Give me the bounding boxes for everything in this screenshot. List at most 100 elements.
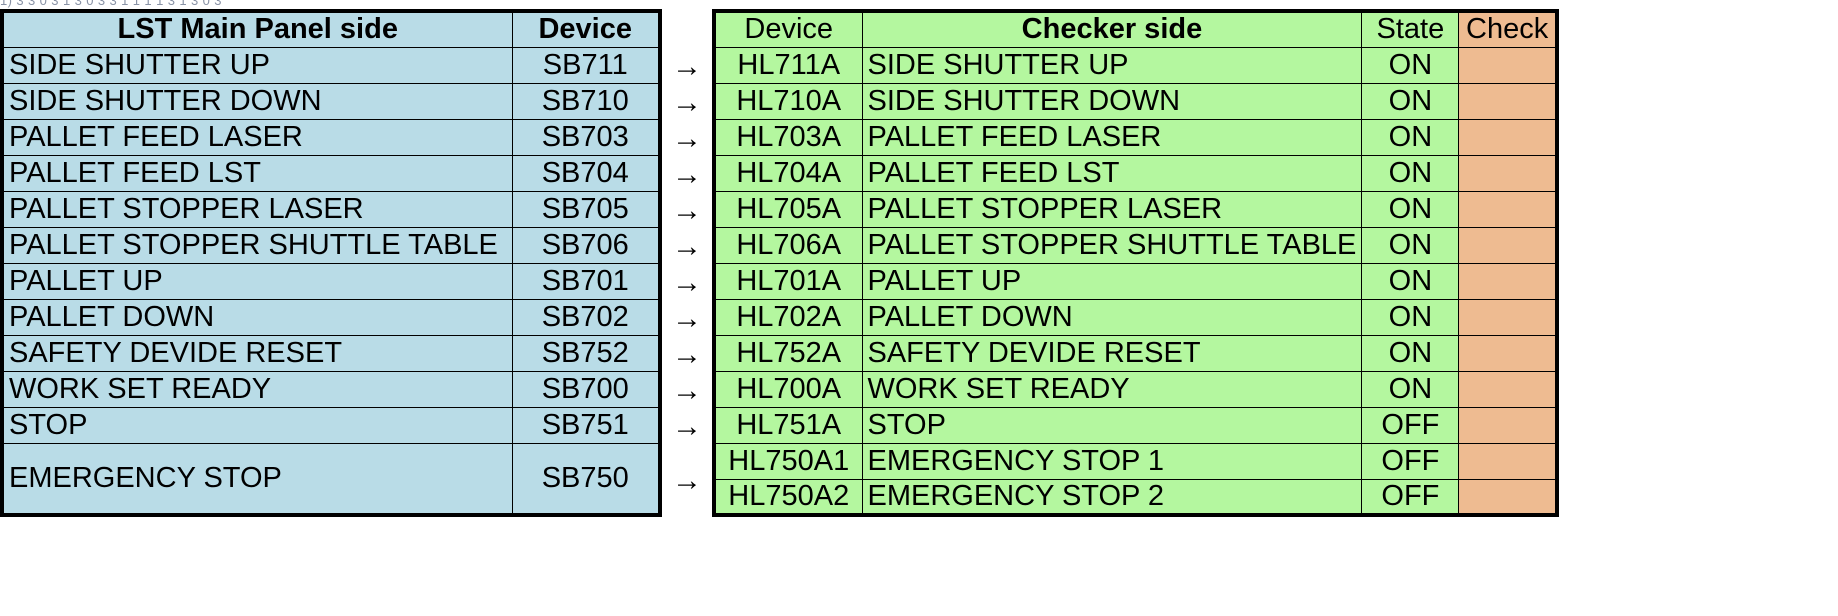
right-cell-device: HL700A: [713, 370, 863, 408]
left-cell-device: SB701: [511, 262, 661, 300]
right-cell-check[interactable]: [1458, 478, 1558, 516]
right-cell-device: HL702A: [713, 298, 863, 336]
right-cell-description: PALLET FEED LASER: [861, 118, 1363, 156]
right-cell-device: HL701A: [713, 262, 863, 300]
right-cell-state: ON: [1361, 190, 1460, 228]
right-cell-check[interactable]: [1458, 190, 1558, 228]
left-cell-device: SB751: [511, 406, 661, 444]
tables-wrapper: LST Main Panel side Device SIDE SHUTTER …: [0, 9, 1559, 517]
left-cell-device: SB704: [511, 154, 661, 192]
left-cell-device: SB752: [511, 334, 661, 372]
right-cell-device: HL704A: [713, 154, 863, 192]
left-cell-device: SB705: [511, 190, 661, 228]
clipped-top-text-strip: 1) 3 3 0 3 1 3 0 3 3 1 1 1 1 3 1 3 0 3: [0, 0, 1838, 9]
left-cell-description: EMERGENCY STOP: [1, 442, 513, 516]
right-cell-check[interactable]: [1458, 298, 1558, 336]
right-cell-description: SIDE SHUTTER DOWN: [861, 82, 1363, 120]
right-cell-check[interactable]: [1458, 226, 1558, 264]
right-cell-description: STOP: [861, 406, 1363, 444]
arrow-right-icon: →: [672, 464, 702, 497]
left-cell-device: SB710: [511, 82, 661, 120]
clipped-top-text: 1) 3 3 0 3 1 3 0 3 3 1 1 1 1 3 1 3 0 3: [0, 0, 222, 8]
right-cell-state: ON: [1361, 154, 1460, 192]
right-cell-state: ON: [1361, 46, 1460, 84]
arrow-right-icon: →: [672, 194, 702, 227]
left-header-device: Device: [511, 10, 661, 48]
lst-main-panel-table: LST Main Panel side Device SIDE SHUTTER …: [0, 9, 662, 517]
left-cell-device: SB702: [511, 298, 661, 336]
right-cell-description: SAFETY DEVIDE RESET: [861, 334, 1363, 372]
left-cell-device: SB703: [511, 118, 661, 156]
left-cell-device: SB711: [511, 46, 661, 84]
right-cell-description: PALLET STOPPER SHUTTLE TABLE: [861, 226, 1363, 264]
arrow-right-icon: →: [672, 122, 702, 155]
right-cell-state: ON: [1361, 370, 1460, 408]
right-cell-description: SIDE SHUTTER UP: [861, 46, 1363, 84]
right-cell-check[interactable]: [1458, 442, 1558, 480]
right-cell-description: PALLET FEED LST: [861, 154, 1363, 192]
left-cell-device: SB706: [511, 226, 661, 264]
right-cell-state: ON: [1361, 334, 1460, 372]
right-header-row: Device Checker side State Check: [713, 10, 1558, 48]
right-cell-description: EMERGENCY STOP 1: [861, 442, 1363, 480]
right-cell-device: HL751A: [713, 406, 863, 444]
arrow-right-icon: →: [672, 374, 702, 407]
right-cell-check[interactable]: [1458, 82, 1558, 120]
left-cell-description: PALLET UP: [1, 262, 513, 300]
right-cell-device: HL752A: [713, 334, 863, 372]
right-cell-device: HL710A: [713, 82, 863, 120]
right-cell-description: EMERGENCY STOP 2: [861, 478, 1363, 516]
arrow-right-icon: →: [672, 158, 702, 191]
arrow-right-icon: →: [672, 230, 702, 263]
right-cell-device: HL706A: [713, 226, 863, 264]
right-cell-check[interactable]: [1458, 334, 1558, 372]
arrow-right-icon: →: [672, 50, 702, 83]
arrow-right-icon: →: [672, 338, 702, 371]
left-cell-description: PALLET FEED LST: [1, 154, 513, 192]
left-header-description: LST Main Panel side: [1, 10, 513, 48]
left-cell-description: PALLET STOPPER SHUTTLE TABLE: [1, 226, 513, 264]
right-cell-description: PALLET UP: [861, 262, 1363, 300]
right-cell-state: OFF: [1361, 406, 1460, 444]
right-cell-state: ON: [1361, 118, 1460, 156]
arrow-right-icon: →: [672, 302, 702, 335]
left-cell-description: SAFETY DEVIDE RESET: [1, 334, 513, 372]
right-cell-check[interactable]: [1458, 118, 1558, 156]
right-cell-check[interactable]: [1458, 154, 1558, 192]
right-cell-description: WORK SET READY: [861, 370, 1363, 408]
arrow-right-icon: →: [672, 266, 702, 299]
left-cell-description: WORK SET READY: [1, 370, 513, 408]
left-cell-description: PALLET DOWN: [1, 298, 513, 336]
arrow-right-icon: →: [672, 410, 702, 443]
right-cell-check[interactable]: [1458, 370, 1558, 408]
right-cell-check[interactable]: [1458, 406, 1558, 444]
right-cell-check[interactable]: [1458, 262, 1558, 300]
right-cell-device: HL711A: [713, 46, 863, 84]
right-cell-check[interactable]: [1458, 46, 1558, 84]
right-header-description: Checker side: [861, 10, 1363, 48]
left-cell-device: SB700: [511, 370, 661, 408]
right-header-device: Device: [713, 10, 863, 48]
left-cell-description: PALLET STOPPER LASER: [1, 190, 513, 228]
